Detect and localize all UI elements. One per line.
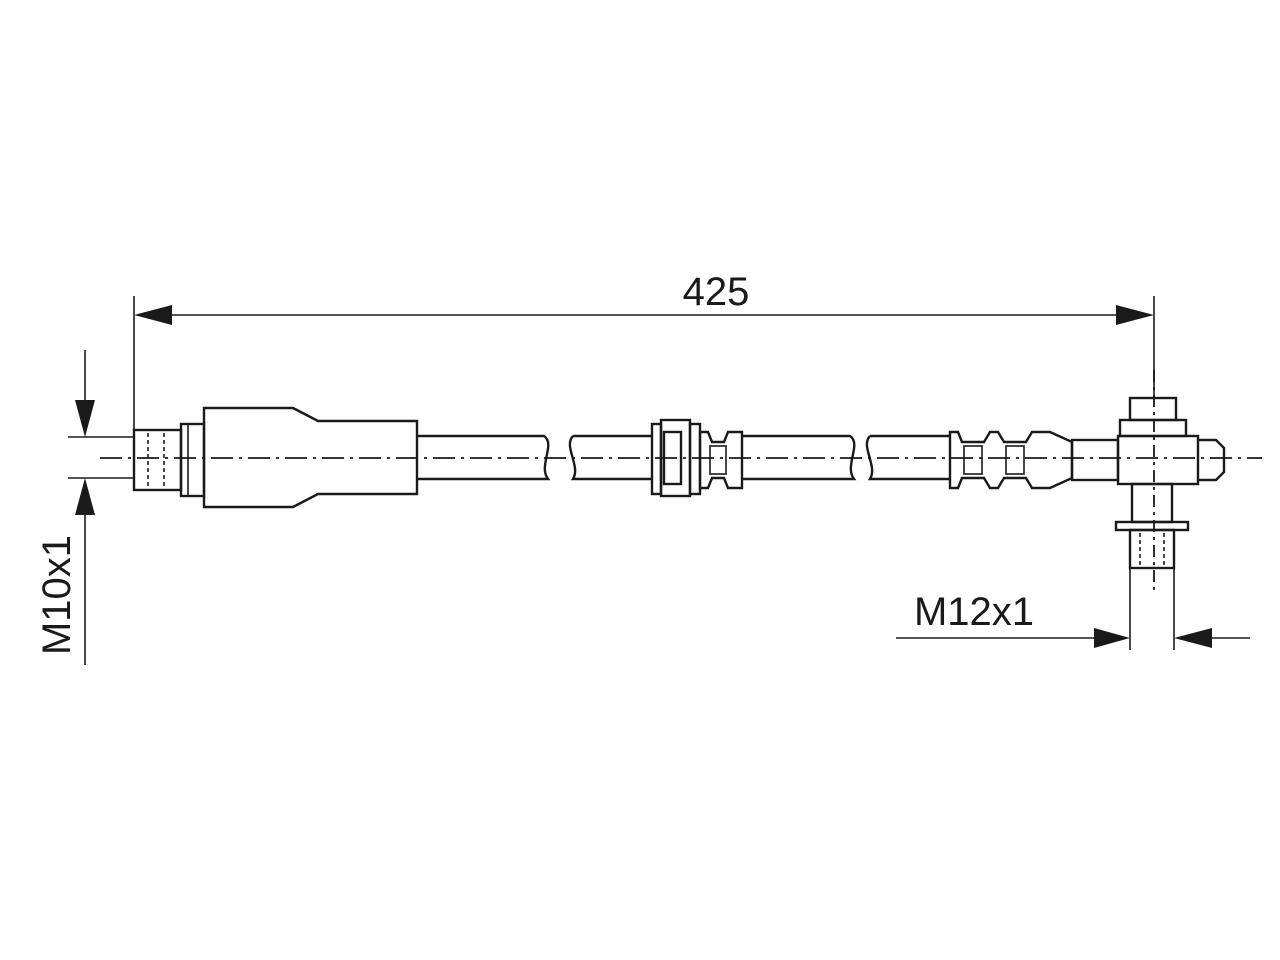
- right-banjo-fitting: [1070, 370, 1226, 590]
- length-arrow-left: [134, 305, 172, 325]
- left-thread-dimension: M10x1: [35, 350, 134, 665]
- middle-ferrule: [698, 430, 744, 490]
- left-threaded-stub: [132, 428, 183, 492]
- left-fitting: [132, 406, 419, 509]
- banjo-bolt-head: [1128, 396, 1178, 422]
- right-thread-arrow-left: [1094, 628, 1130, 648]
- banjo-neck: [1070, 438, 1120, 482]
- banjo-bolt-thread: [1128, 528, 1176, 570]
- banjo-nose: [1198, 438, 1226, 482]
- left-crimp-sleeve: [202, 406, 419, 509]
- hose-segment-4: [865, 434, 950, 481]
- middle-ferrule-window: [709, 445, 727, 475]
- right-thread-arrow-right: [1174, 628, 1212, 648]
- bracket-plate-right: [688, 422, 702, 496]
- banjo-eye: [1116, 434, 1200, 486]
- left-thread-arrow-bottom: [75, 478, 95, 515]
- hose-segment-2: [568, 434, 652, 481]
- right-ferrule: [948, 430, 1074, 490]
- length-arrow-right: [1116, 305, 1154, 325]
- right-ferrule-window-1: [963, 445, 983, 475]
- banjo-bolt-shank: [1130, 482, 1174, 524]
- length-dimension: 425: [133, 270, 1155, 430]
- left-thread-label: M10x1: [35, 535, 79, 655]
- right-crimp-sleeve: [948, 430, 1074, 490]
- left-thread-arrow-top: [75, 400, 95, 437]
- right-thread-dimension: M12x1: [896, 568, 1250, 650]
- right-ferrule-window-2: [1005, 445, 1025, 475]
- bracket-plate-left: [650, 422, 663, 496]
- banjo-top-washer: [1118, 418, 1188, 438]
- left-collar: [179, 422, 206, 498]
- hose-segment-3: [742, 434, 857, 481]
- banjo-lower-washer: [1114, 520, 1190, 532]
- hose-segment-1: [417, 434, 551, 481]
- hose-body: [417, 434, 950, 481]
- length-label: 425: [683, 270, 750, 314]
- right-thread-label: M12x1: [914, 590, 1034, 634]
